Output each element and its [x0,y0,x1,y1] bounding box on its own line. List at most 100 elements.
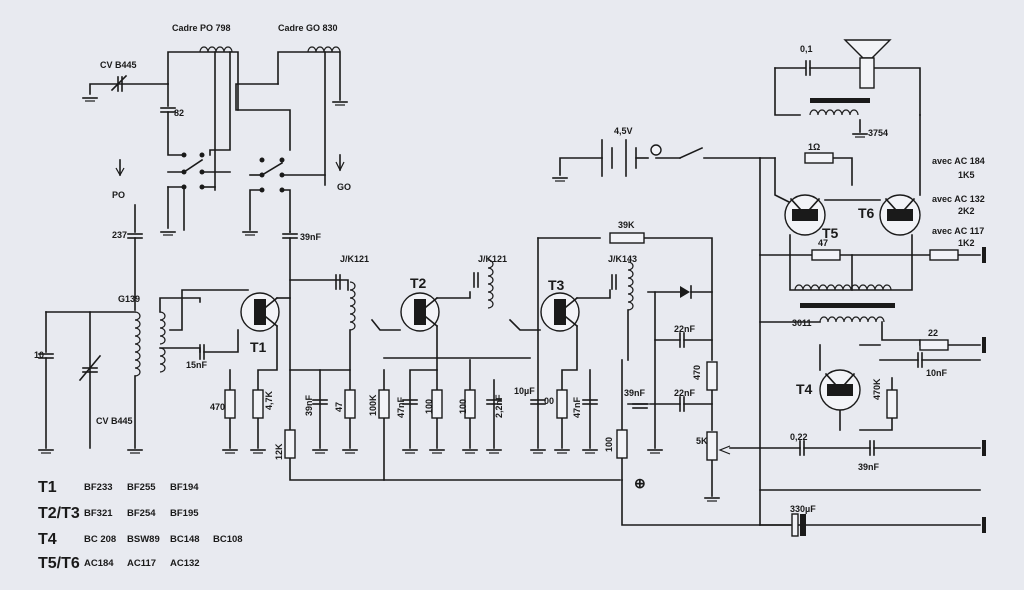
parts-table-part: BF195 [170,508,199,519]
wires [45,51,981,526]
label-t2: T2 [410,275,427,291]
label-r100-b: 100 [458,399,468,414]
switch-contact [259,157,265,163]
transistor-t3-base [554,299,566,325]
label-r22: 22 [928,328,938,338]
wire [561,325,578,449]
if-coil-1 [349,281,356,331]
resistor-bias [929,249,959,261]
wire [289,439,621,481]
transistor-t5-collector [789,197,802,211]
label-c330: 330µF [790,504,816,514]
label-c00: 00 [544,396,554,406]
resistor-100-b [464,389,476,419]
label-tr3754: 3754 [868,128,888,138]
switch-contact [259,187,265,193]
components [38,39,986,537]
parts-table-part: BSW89 [127,534,160,545]
label-t3: T3 [548,277,565,293]
label-c47nf-a: 47nF [396,396,406,418]
label-c10: 10 [34,350,44,360]
parts-table-ref: T1 [38,479,57,496]
wire [859,417,893,431]
speaker-cone [843,39,892,59]
label-avec-1: avec AC 184 [932,156,985,166]
power-switch [678,146,704,160]
label-r100k: 100K [368,394,378,416]
label-jk143: J/K143 [608,254,637,264]
label-g139: G139 [118,294,140,304]
wire [436,291,471,299]
capacitor-330uf-plate [800,514,806,536]
label-jk121-a: J/K121 [340,254,369,264]
parts-table-part: BC 208 [84,534,116,545]
driver-transformer-primary [819,316,885,323]
label-r5k: 5K [696,436,708,446]
switch-contact [279,172,285,178]
resistor-4-7k [252,389,264,419]
resistor-470 [224,389,236,419]
resistor-1-ohm [804,152,834,164]
label-t5: T5 [822,225,839,241]
transistor-t6-base [887,209,913,221]
parts-table-part: BF233 [84,482,113,493]
switch-contact [181,152,187,158]
switch-contact [279,187,285,193]
variable-capacitor-cv-top [110,74,128,92]
label-val-2: 2K2 [958,206,975,216]
transistor-t3-emitter [564,315,579,328]
wire [281,189,291,233]
label-val-3: 1K2 [958,238,975,248]
if-coil-3 [627,261,634,311]
transistor-t1-emitter [264,315,279,328]
resistor-100-det [616,429,628,459]
transistor-t3-collector [564,296,579,309]
parts-table-ref: T4 [38,531,57,548]
label-c47nf-b: 47nF [572,396,582,418]
wire [559,157,603,176]
label-go: GO [337,182,351,192]
terminal [982,337,986,353]
wire [621,479,801,526]
resistor-470k [886,389,898,419]
label-c39nf-out: 39nF [858,462,880,472]
wire [235,83,291,151]
label-r100-det: 100 [604,437,614,452]
transistor-t6-emitter [903,197,916,211]
label-c39nf-e: 39nF [304,394,314,416]
transistor-t2-collector [424,296,439,309]
transistor-t1-collector [264,296,279,309]
resistor-39k [609,232,645,244]
plus-rail-symbol: ⊕ [634,475,646,491]
resistor-470-right [706,361,718,391]
parts-table-part: AC184 [84,558,114,569]
label-c237: 237 [112,230,127,240]
wire [167,186,185,231]
switch-contact [279,157,285,163]
wire [159,347,201,353]
wire [774,67,801,116]
output-transformer-primary [809,109,859,116]
label-c10uf: 10µF [514,386,535,396]
label-c22nf-b: 22nF [674,388,696,398]
wire [774,157,797,207]
label-t4: T4 [796,381,813,397]
switch-contact [181,184,187,190]
wire [576,289,611,299]
resistor-47 [344,389,356,419]
coupling-coil [159,311,166,345]
driver-core [800,303,895,308]
label-r470: 470 [210,402,225,412]
wire [169,289,249,331]
cadre-go-coil [307,46,341,53]
wire [789,234,913,291]
transistor-t1-base [254,299,266,325]
parts-table-part: BF194 [170,482,199,493]
transistor-t5-base [792,209,818,221]
wire [881,321,921,346]
wire [289,279,349,291]
battery-terminal [650,144,662,156]
po-arrow [115,167,125,177]
resistor-100k [378,389,390,419]
